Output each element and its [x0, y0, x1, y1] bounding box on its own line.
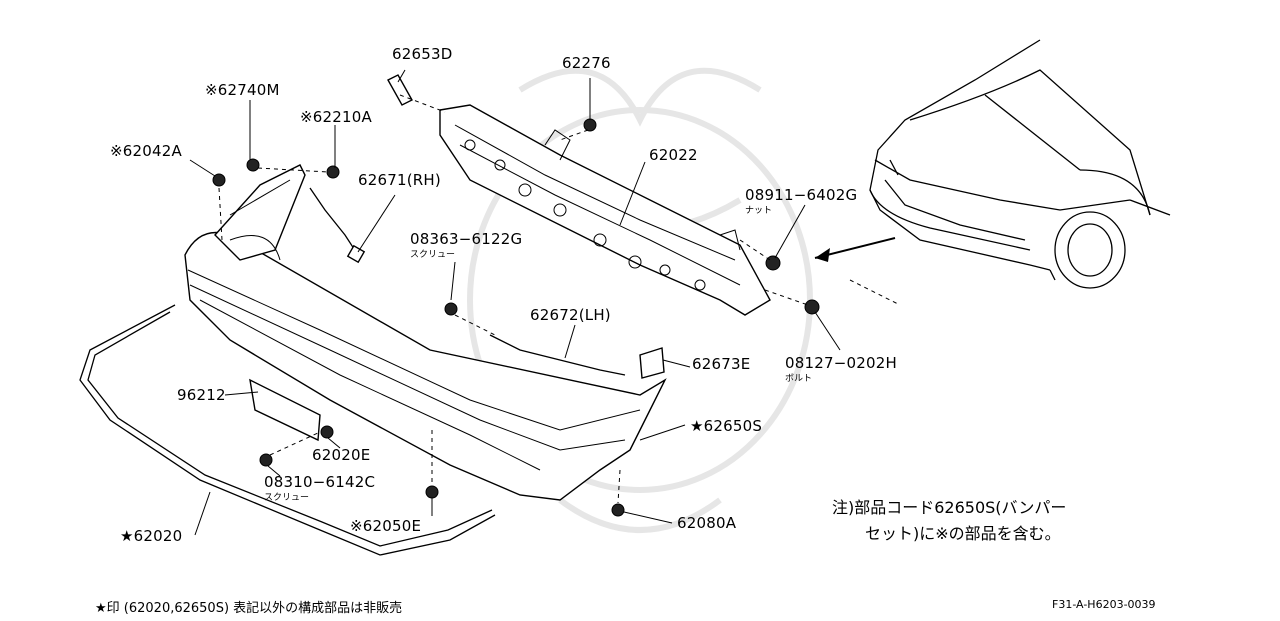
- spacer-62653D: [387, 74, 413, 106]
- part-label-62020e: 62020E: [312, 446, 371, 464]
- part-label-62276: 62276: [562, 54, 611, 72]
- part-label-62673e: 62673E: [692, 355, 751, 373]
- car-front-illustration: [869, 39, 1171, 289]
- part-label-62210a: ※62210A: [300, 108, 372, 126]
- bumper-fascia: [184, 164, 667, 501]
- part-sublabel-bolt: ボルト: [785, 374, 813, 384]
- part-label-62653d: 62653D: [392, 45, 453, 63]
- side-stay-rh: [309, 187, 359, 256]
- part-label-08127: 08127−0202H: [785, 354, 897, 372]
- bumper-reinforcement: [439, 104, 771, 316]
- diagram-code: F31-A-H6203-0039: [1052, 598, 1156, 611]
- part-label-62740m: ※62740M: [205, 81, 280, 99]
- part-label-62672-lh: 62672(LH): [530, 306, 611, 324]
- part-label-08911: 08911−6402G: [745, 186, 858, 204]
- part-label-62020: ★62020: [120, 527, 183, 545]
- note-line-1: 注)部品コード62650S(バンパー: [832, 498, 1067, 517]
- footer-legend: ★印 (62020,62650S) 表記以外の構成部品は非販売: [95, 601, 403, 616]
- part-sublabel-nut: ナット: [745, 206, 773, 216]
- part-label-62650s: ★62650S: [690, 417, 763, 435]
- note-line-2: セット)に※の部品を含む。: [865, 524, 1061, 543]
- leader-lines: [189, 69, 841, 536]
- part-label-96212: 96212: [177, 386, 226, 404]
- side-bracket: [639, 347, 665, 379]
- part-label-62050e: ※62050E: [350, 517, 422, 535]
- license-bracket: [249, 378, 321, 442]
- lip-spoiler: [79, 304, 496, 556]
- side-stay-lh: [489, 334, 626, 376]
- part-label-62671-rh: 62671(RH): [358, 171, 441, 189]
- part-label-62022: 62022: [649, 146, 698, 164]
- part-label-08310: 08310−6142C: [264, 473, 376, 491]
- part-label-62042a: ※62042A: [110, 142, 182, 160]
- part-sublabel-screw-2: スクリュー: [264, 493, 310, 503]
- assembly-dashes: [218, 94, 901, 504]
- part-label-62080a: 62080A: [677, 514, 737, 532]
- arrow-head: [815, 248, 830, 262]
- part-sublabel-screw-1: スクリュー: [410, 250, 456, 260]
- part-label-08363: 08363−6122G: [410, 230, 523, 248]
